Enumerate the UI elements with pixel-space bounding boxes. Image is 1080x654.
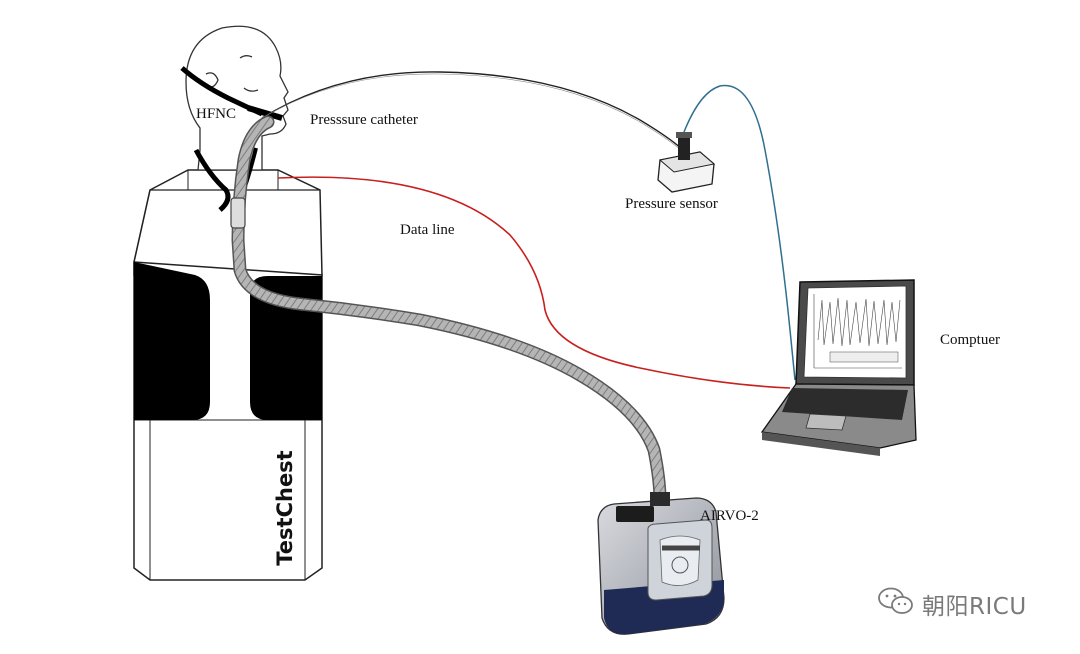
testchest-device — [133, 169, 323, 581]
pressure-catheter-label: Presssure catheter — [310, 112, 418, 128]
data-line-cable — [277, 176, 791, 389]
sensor-to-computer-cable — [683, 84, 796, 381]
mannequin-head — [185, 25, 289, 171]
wechat-icon — [876, 586, 916, 621]
pressure-catheter-line — [261, 71, 684, 151]
nasal-cannula-strap — [180, 66, 264, 117]
right-lung-bag — [250, 276, 322, 420]
data-line-label: Data line — [400, 222, 455, 238]
left-lung-bag — [134, 262, 210, 420]
testchest-label: TestChest — [273, 450, 297, 566]
watermark: 朝阳RICU — [876, 586, 1027, 621]
hfnc-label: HFNC — [196, 106, 237, 122]
watermark-text: 朝阳RICU — [922, 593, 1027, 620]
pressure-sensor-device — [657, 132, 716, 193]
waveform-display — [813, 294, 902, 369]
airvo-device — [597, 492, 725, 635]
computer-label: Comptuer — [940, 332, 1000, 348]
testchest-top — [133, 169, 323, 276]
laptop-computer — [760, 279, 917, 456]
pressure-sensor-label: Pressure sensor — [625, 196, 718, 212]
airvo-label: AIRVO-2 — [700, 508, 759, 524]
